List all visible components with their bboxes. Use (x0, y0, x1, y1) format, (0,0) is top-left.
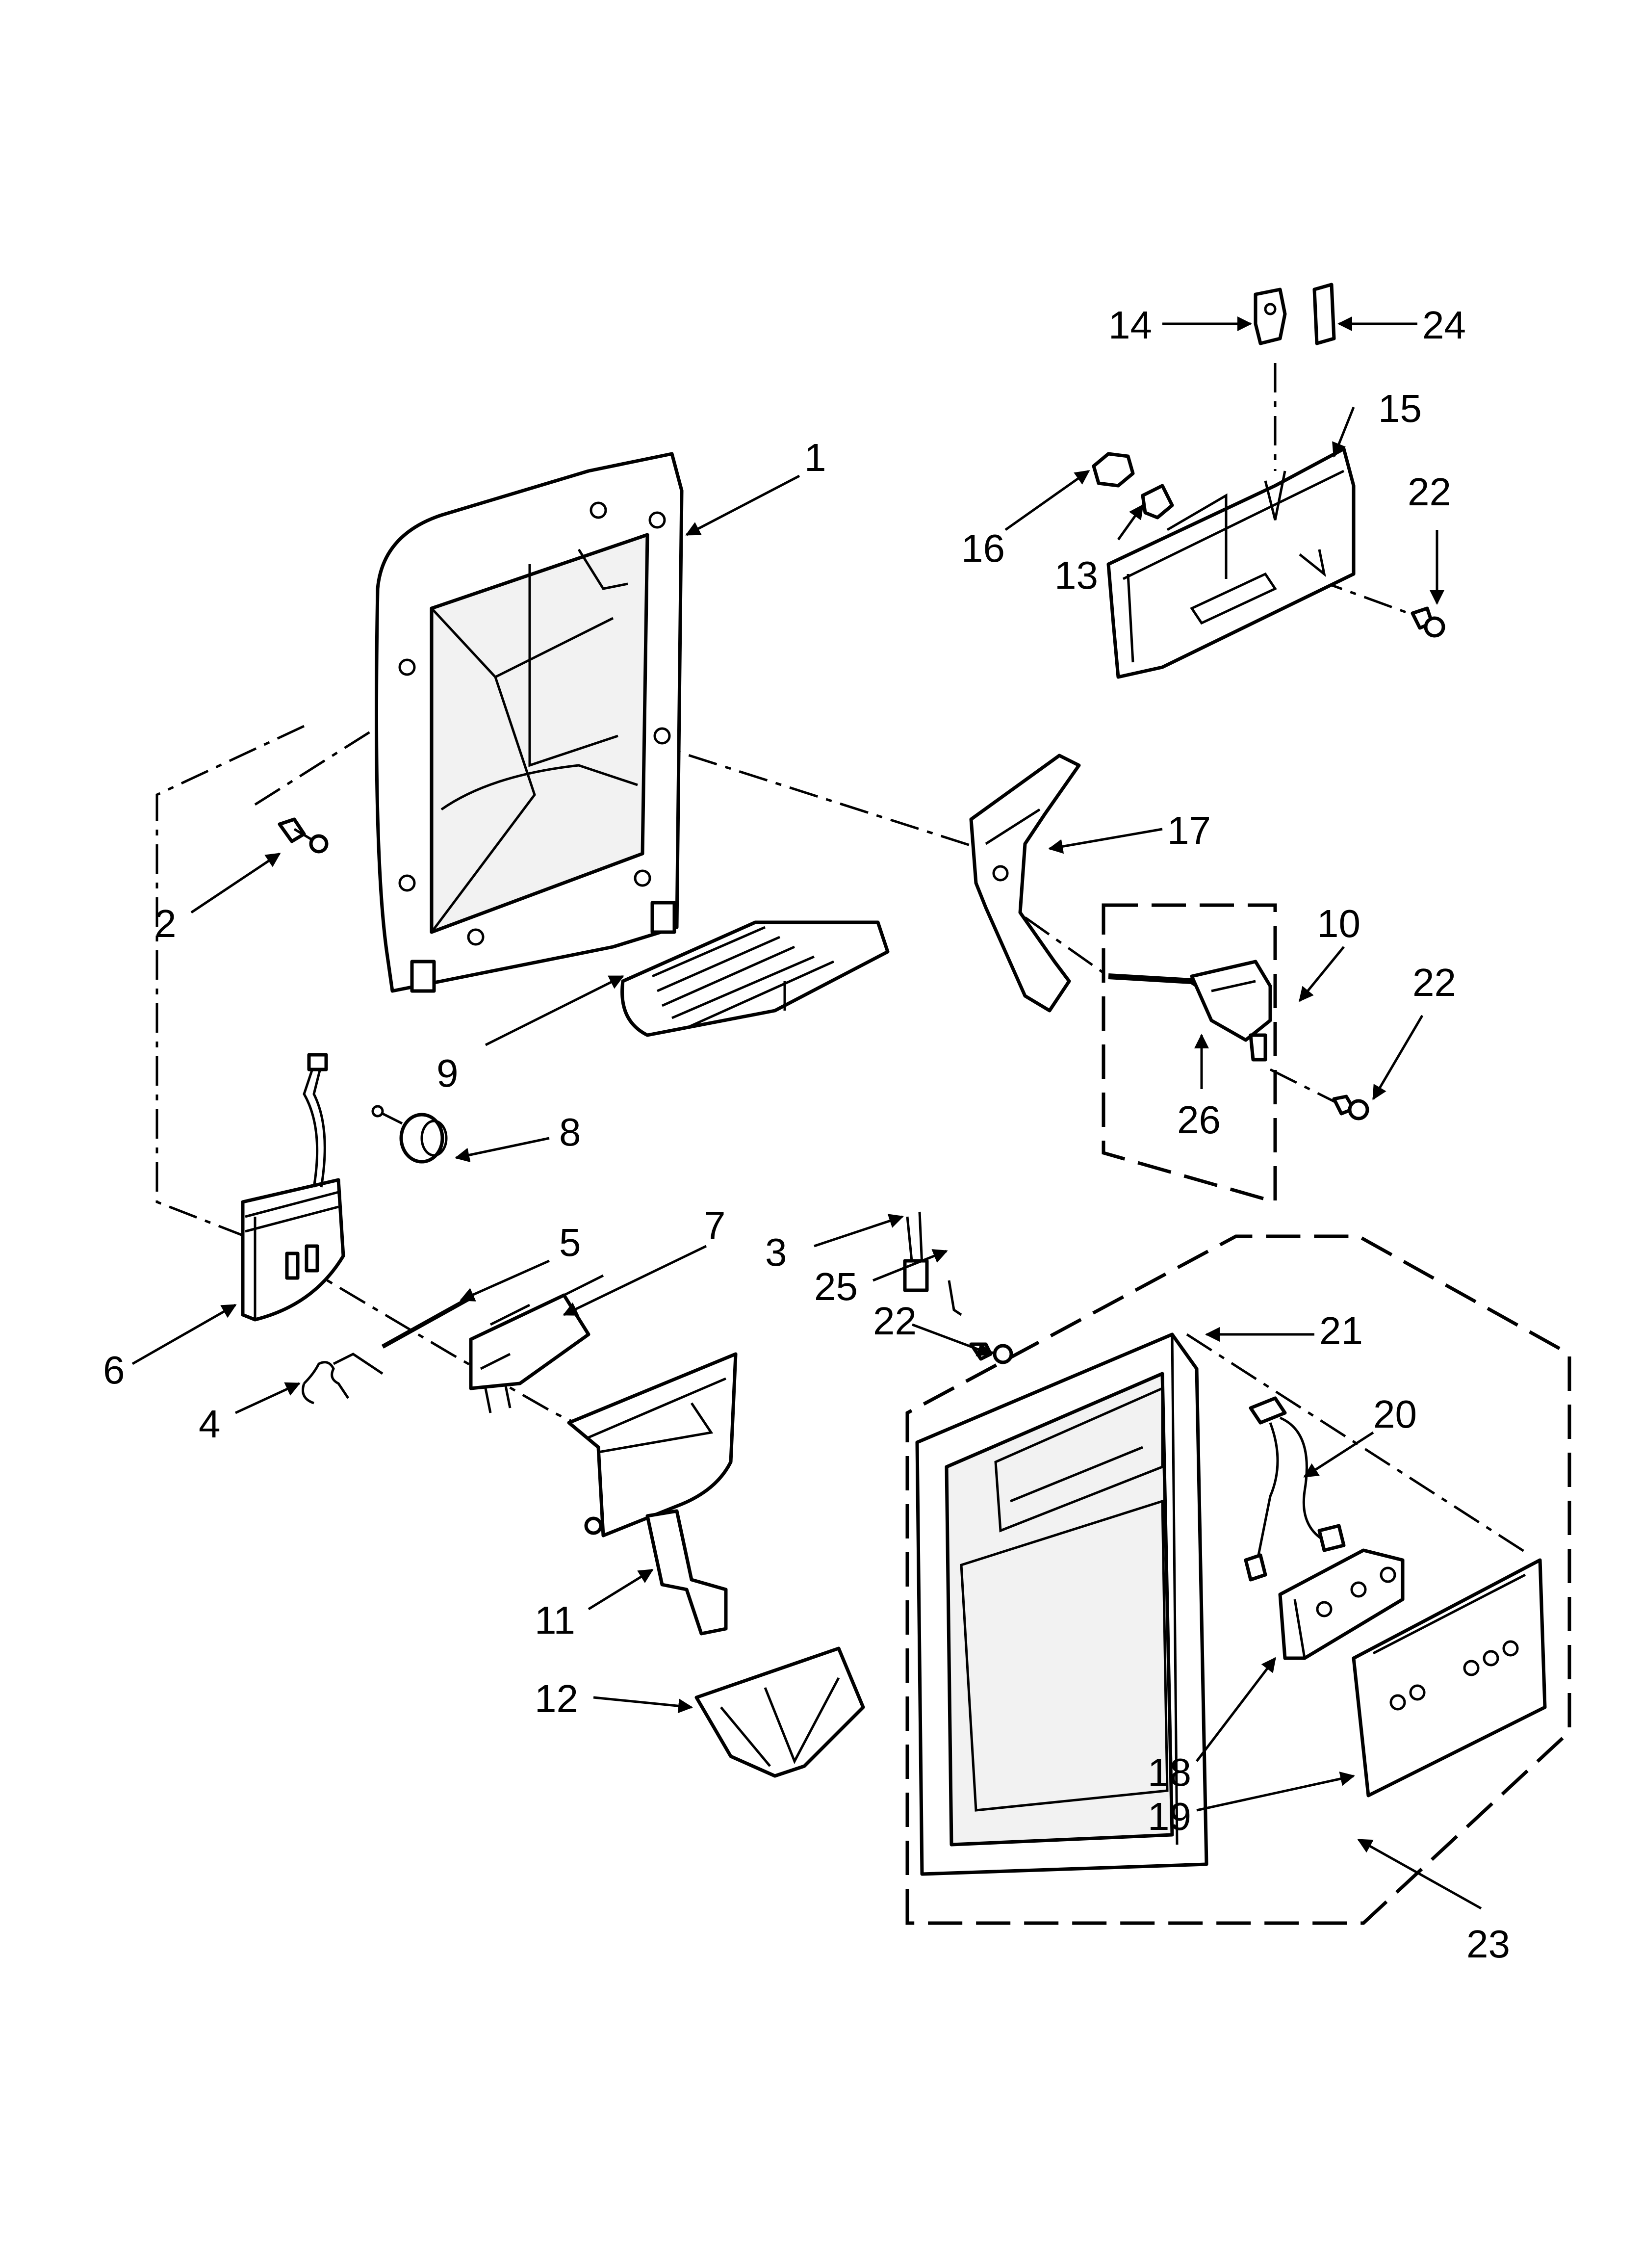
callout-10: 10 (1317, 902, 1360, 945)
part-18-control-board (1278, 1548, 1405, 1660)
callout-20: 20 (1373, 1392, 1417, 1436)
callout-23: 23 (1466, 1922, 1510, 1966)
callout-13: 13 (1054, 553, 1098, 597)
callout-9: 9 (436, 1051, 459, 1095)
part-15-control-bracket (1106, 447, 1356, 679)
callout-1: 1 (804, 436, 826, 479)
callout-14: 14 (1108, 303, 1152, 347)
callout-24: 24 (1422, 303, 1466, 347)
leader-arrows (131, 316, 1482, 1910)
part-1-housing-frame (375, 452, 684, 993)
part-14-switch (1254, 287, 1287, 345)
callout-17: 17 (1167, 808, 1211, 852)
part-5-pin (381, 1296, 472, 1349)
callout-8: 8 (559, 1110, 581, 1154)
part-16-lamp (1092, 452, 1135, 488)
callout-26: 26 (1177, 1098, 1221, 1142)
callout-21: 21 (1319, 1309, 1363, 1353)
callout-15: 15 (1378, 387, 1422, 430)
assembly-23-outline (905, 1234, 1571, 1925)
part-10-lever-assembly (1108, 960, 1272, 1062)
part-4-spring (302, 1353, 384, 1405)
callout-7: 7 (704, 1203, 726, 1247)
part-22-screw-middle (969, 1342, 1013, 1364)
part-12-ice-funnel (694, 1646, 865, 1778)
callout-numbers: 1 2 3 4 5 6 7 8 9 10 11 12 13 14 15 16 1… (103, 303, 1510, 1966)
callout-4: 4 (199, 1402, 221, 1446)
callout-12: 12 (535, 1677, 578, 1721)
part-21-dispenser-frame (915, 1332, 1208, 1876)
callout-22-middle: 22 (873, 1299, 917, 1343)
callout-18: 18 (1148, 1750, 1191, 1794)
part-7-solenoid (469, 1274, 604, 1413)
part-24-insulator (1312, 283, 1336, 345)
part-13-lamp-socket (1141, 484, 1174, 520)
part-22-screw-top (1411, 606, 1445, 638)
part-11-chute-door (567, 1352, 738, 1636)
callout-3: 3 (765, 1230, 787, 1274)
callout-19: 19 (1148, 1795, 1191, 1838)
part-9-drip-grille (620, 920, 890, 1037)
callout-5: 5 (559, 1221, 581, 1264)
assembly-10-outline (1102, 903, 1277, 1204)
part-25-clip (948, 1280, 962, 1316)
part-22-screw-right (1332, 1095, 1369, 1121)
part-20-wire-harness (1244, 1396, 1346, 1582)
part-17-actuator-lever (969, 754, 1081, 1013)
callout-6: 6 (103, 1348, 125, 1392)
part-2-screw (278, 817, 329, 854)
callout-16: 16 (961, 526, 1005, 570)
part-8-capacitor (371, 1105, 448, 1164)
callout-22-right: 22 (1412, 961, 1456, 1004)
callout-25: 25 (814, 1265, 858, 1308)
part-19-control-panel (1352, 1558, 1547, 1798)
callout-11: 11 (535, 1598, 575, 1642)
callout-22-top: 22 (1408, 470, 1451, 514)
part-6-dispenser-motor (241, 1053, 345, 1322)
callout-2: 2 (154, 902, 177, 945)
part-3-switch (903, 1211, 929, 1292)
